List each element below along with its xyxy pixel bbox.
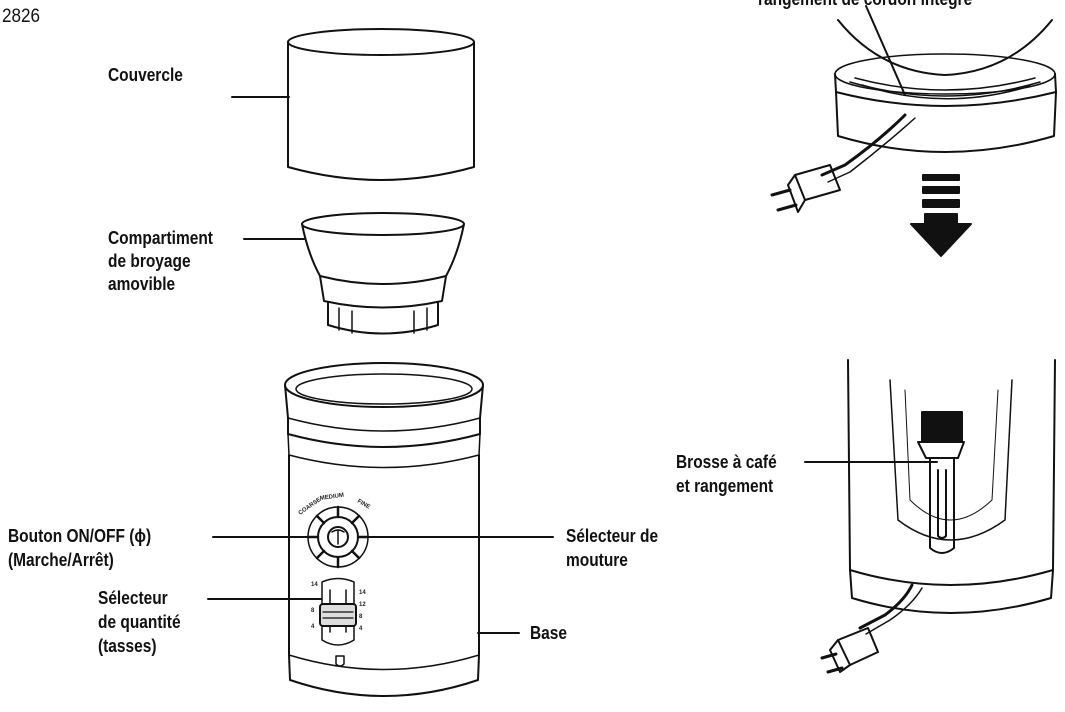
dial-lettering: COARSE MEDIUM FINE 14 8 4 14 12 8 4 [298, 493, 371, 632]
label-brush-1: Brosse à café [676, 452, 777, 472]
label-quantity-2: de quantité [98, 612, 181, 632]
brush-storage-illustration [820, 359, 1056, 674]
svg-text:4: 4 [311, 624, 315, 630]
label-chamber-1: Compartiment [108, 228, 213, 248]
svg-text:12: 12 [359, 602, 366, 608]
label-cord-storage: rangement de cordon intégré [758, 0, 972, 11]
label-grind-selector-2: mouture [566, 550, 628, 570]
label-base: Base [530, 623, 568, 643]
lid-illustration [287, 28, 475, 181]
svg-text:8: 8 [311, 608, 315, 614]
leader-lines [207, 5, 938, 634]
svg-text:8: 8 [359, 614, 363, 620]
grinder-base-illustration [284, 362, 484, 697]
cord-storage-arrow [910, 174, 972, 257]
cord-storage-illustration [770, 19, 1057, 213]
label-quantity-1: Sélecteur [98, 588, 168, 608]
svg-text:14: 14 [359, 590, 366, 596]
svg-text:MEDIUM: MEDIUM [319, 493, 344, 502]
label-quantity-3: (tasses) [98, 636, 157, 656]
svg-text:FINE: FINE [356, 499, 371, 511]
label-chamber-2: de broyage [108, 251, 191, 271]
label-brush-2: et rangement [676, 476, 774, 496]
grinding-chamber-illustration [301, 212, 465, 335]
label-lid: Couvercle [108, 65, 183, 85]
label-grind-selector-1: Sélecteur de [566, 526, 659, 546]
label-onoff-2: (Marche/Arrêt) [8, 550, 114, 570]
label-chamber-3: amovible [108, 274, 176, 294]
label-onoff-1: Bouton ON/OFF (ɸ) [8, 526, 152, 546]
svg-text:4: 4 [359, 626, 363, 632]
page-number: 2826 [2, 6, 41, 27]
svg-text:14: 14 [311, 582, 318, 588]
